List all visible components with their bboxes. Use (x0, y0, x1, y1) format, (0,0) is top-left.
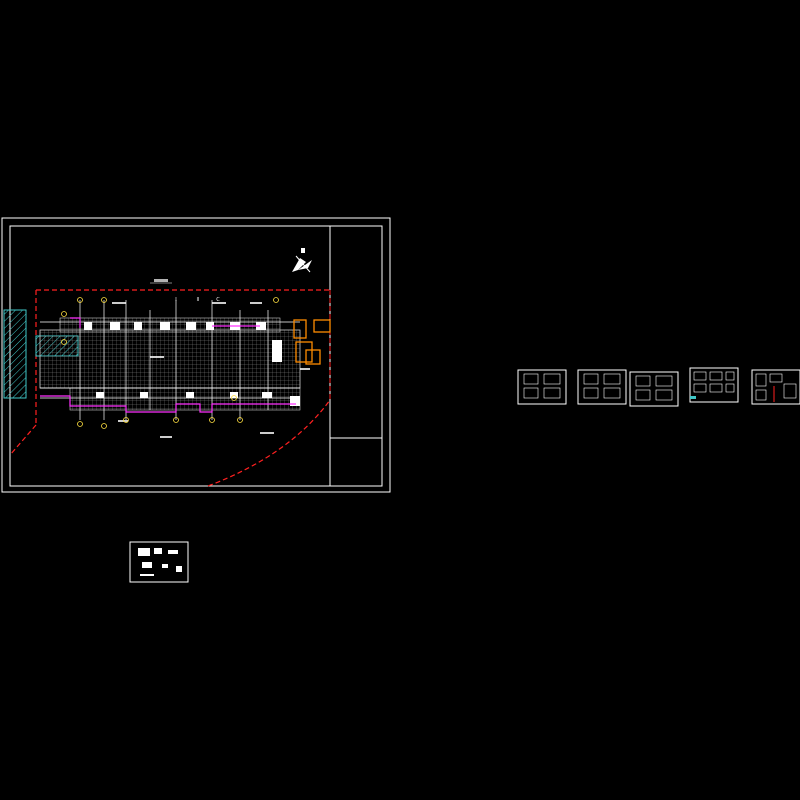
legend-sheet[interactable] (129, 541, 189, 583)
detail-sheet-4[interactable] (689, 367, 739, 403)
title-block (329, 226, 382, 486)
main-drawing-sheet[interactable]: I II C (1, 217, 391, 493)
north-arrow-icon (292, 248, 312, 273)
orange-structures (293, 319, 331, 365)
boundary-label (150, 279, 172, 284)
detail-sheet-2[interactable] (577, 369, 627, 405)
section-marker-2: II (197, 297, 200, 303)
detail-sheet-1[interactable] (517, 369, 567, 405)
property-boundary-line (9, 289, 331, 487)
pipe-route-magenta (40, 317, 296, 413)
section-marker-3: C (216, 297, 220, 303)
detail-sheet-3[interactable] (629, 371, 679, 407)
detail-sheet-5[interactable] (751, 369, 800, 405)
section-marker-1: I (175, 297, 176, 303)
grid-axis-markers (61, 297, 279, 429)
sheet-outer-border (1, 217, 391, 493)
